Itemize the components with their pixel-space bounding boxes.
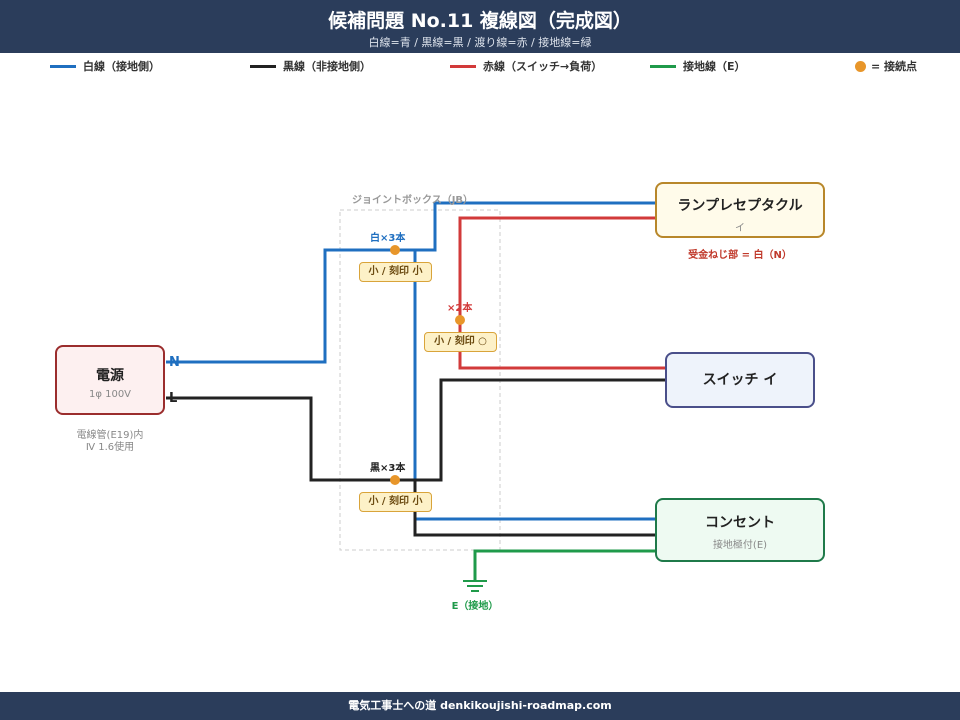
outlet-spec: 接地極付(E)	[712, 540, 768, 551]
red-connection-label: ×2本	[447, 303, 473, 314]
legend-ground: 接地線（E）	[650, 59, 746, 73]
black-sleeve-tag: 小 / 刻印 小	[359, 492, 432, 512]
legend-red-swatch	[450, 64, 476, 68]
line-terminal-label: L	[169, 391, 178, 406]
legend-node-dot	[855, 60, 866, 72]
legend-ground-label: 接地線（E）	[683, 60, 746, 73]
conduit-note: 電線管(E19)内	[76, 430, 144, 441]
lamp-receptacle-box: ランプレセプタクル イ	[655, 182, 825, 238]
legend-red-label: 赤線（スイッチ→負荷）	[483, 60, 603, 73]
legend-white: 白線（接地側）	[50, 59, 160, 73]
white-wire-power-jb	[166, 248, 395, 364]
black-wire-power-jb	[166, 396, 395, 482]
ground-wire	[473, 549, 656, 580]
power-source-title: 電源	[96, 368, 124, 384]
black-wire-outlet	[395, 478, 656, 537]
footer-bar: 電気工事士への道 denkikoujishi-roadmap.com	[0, 692, 960, 720]
black-wire-switch	[395, 378, 666, 482]
red-sleeve-tag: 小 / 刻印 ○	[424, 332, 497, 352]
outlet-title: コンセント	[705, 515, 775, 531]
outlet-box: コンセント 接地極付(E)	[655, 498, 825, 562]
legend-white-swatch	[50, 64, 76, 68]
white-wire-lamp	[395, 201, 656, 252]
legend-black-swatch	[250, 64, 276, 68]
black-connection-label: 黒×3本	[370, 463, 406, 474]
white-connection-node	[390, 245, 400, 255]
lamp-receptacle-id: イ	[735, 223, 745, 234]
footer-text: 電気工事士への道 denkikoujishi-roadmap.com	[348, 699, 612, 712]
red-connection-node	[455, 315, 465, 325]
power-source-spec: 1φ 100V	[88, 389, 132, 400]
legend-black-label: 黒線（非接地側）	[283, 60, 371, 73]
white-sleeve-tag: 小 / 刻印 小	[359, 262, 432, 282]
junction-box-label: ジョイントボックス（JB）	[352, 195, 474, 206]
wire-type-note: Ⅳ 1.6使用	[85, 442, 135, 453]
power-source-box: 電源 1φ 100V	[55, 345, 165, 415]
legend-red: 赤線（スイッチ→負荷）	[450, 59, 602, 73]
header-bar: 候補問題 No.11 複線図（完成図） 白線=青 / 黒線=黒 / 渡り線=赤 …	[0, 0, 960, 53]
white-connection-label: 白×3本	[370, 233, 406, 244]
legend-white-label: 白線（接地側）	[83, 60, 160, 73]
legend-node: = 接続点	[855, 59, 917, 73]
page-title: 候補問題 No.11 複線図（完成図）	[328, 10, 632, 32]
page-subtitle: 白線=青 / 黒線=黒 / 渡り線=赤 / 接地線=緑	[368, 36, 592, 49]
switch-box: スイッチ イ	[665, 352, 815, 408]
lamp-receptacle-title: ランプレセプタクル	[677, 198, 803, 214]
white-wire-outlet	[395, 248, 656, 521]
legend-ground-swatch	[650, 64, 676, 68]
legend-node-label: = 接続点	[871, 60, 918, 73]
switch-title: スイッチ イ	[702, 372, 778, 388]
legend-black: 黒線（非接地側）	[250, 59, 371, 73]
neutral-terminal-label: N	[169, 355, 180, 370]
lamp-polarity-note: 受金ねじ部 = 白（N）	[688, 250, 792, 261]
ground-label: E（接地）	[451, 601, 499, 612]
black-connection-node	[390, 475, 400, 485]
red-wire-lamp	[458, 216, 656, 320]
